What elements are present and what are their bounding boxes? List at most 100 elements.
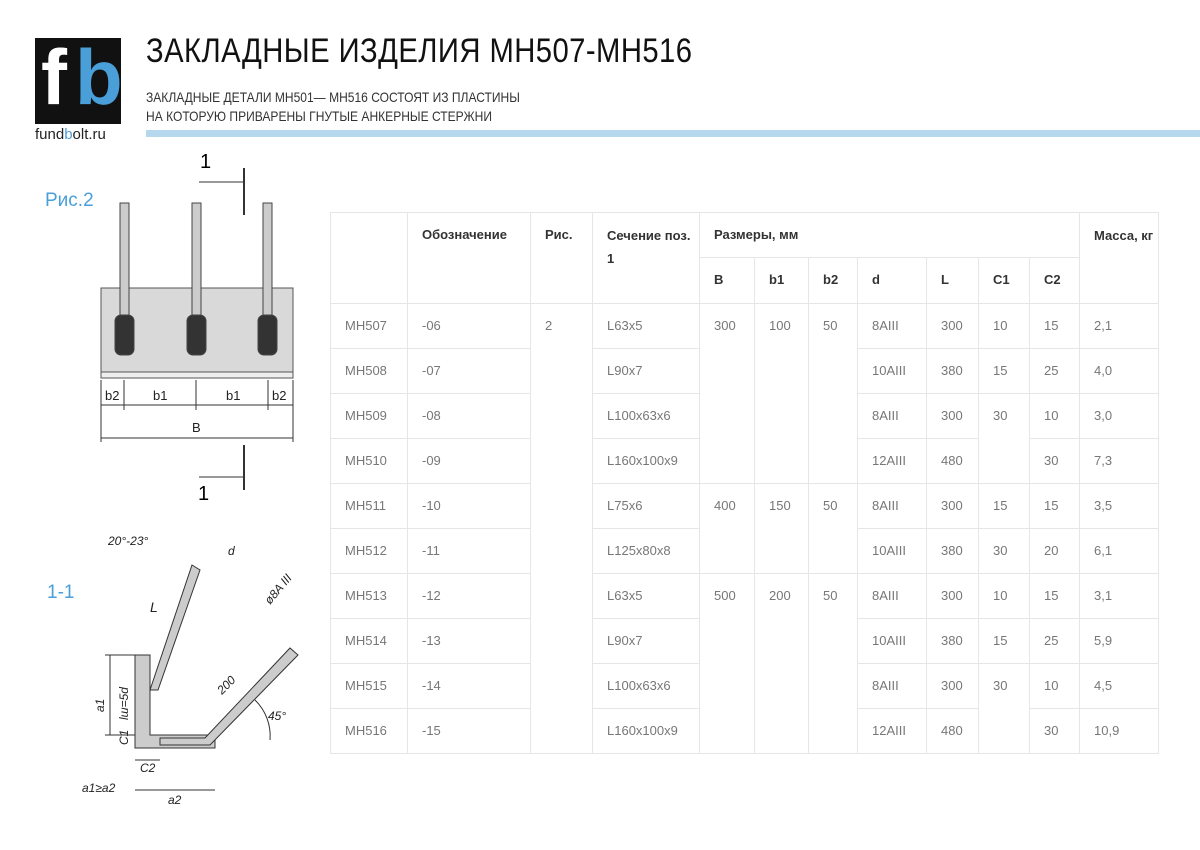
cell-B: 300 [699, 303, 755, 484]
cell-b1: 100 [754, 303, 809, 484]
dim-200: 200 [214, 673, 239, 698]
cell-d: 8AIII [857, 573, 927, 619]
cell-C1: 10 [978, 303, 1030, 349]
dim-b1: b1 [226, 388, 240, 403]
cell-d: 8AIII [857, 483, 927, 529]
cell-C1: 30 [978, 393, 1030, 484]
cell-L: 480 [926, 438, 979, 484]
cell-C1: 30 [978, 663, 1030, 754]
cell-section: L75x6 [592, 483, 700, 529]
cell-B: 500 [699, 573, 755, 754]
cell-b2: 50 [808, 483, 858, 574]
cell-mass: 3,1 [1079, 573, 1159, 619]
cell-section: L100x63x6 [592, 393, 700, 439]
cell-name: МН516 [330, 708, 408, 754]
cell-L: 480 [926, 708, 979, 754]
header-divider [146, 130, 1200, 137]
cell-L: 380 [926, 528, 979, 574]
cell-code: -06 [407, 303, 531, 349]
header-section: Сечение поз. 1 [592, 212, 700, 304]
specs-table: Обозначение Рис. Сечение поз. 1 Размеры,… [330, 212, 1159, 754]
cell-C1: 15 [978, 618, 1030, 664]
dim-a1: a1 [93, 699, 107, 712]
header-b1: b1 [754, 257, 809, 304]
cell-section: L90x7 [592, 348, 700, 394]
cell-b2: 50 [808, 303, 858, 484]
cell-code: -14 [407, 663, 531, 709]
cell-name: МН511 [330, 483, 408, 529]
cell-code: -12 [407, 573, 531, 619]
cell-fig: 2 [530, 303, 593, 754]
cell-C1: 15 [978, 483, 1030, 529]
dim-d: d [228, 544, 235, 558]
cell-code: -13 [407, 618, 531, 664]
cell-mass: 2,1 [1079, 303, 1159, 349]
anchor-rods [114, 202, 278, 356]
cell-code: -15 [407, 708, 531, 754]
cell-d: 12AIII [857, 438, 927, 484]
header-blank [330, 212, 408, 304]
cell-d: 10AIII [857, 528, 927, 574]
cell-d: 10AIII [857, 618, 927, 664]
dim-b1: b1 [153, 388, 167, 403]
cell-L: 300 [926, 663, 979, 709]
header-L: L [926, 257, 979, 304]
cell-L: 300 [926, 483, 979, 529]
page-title: ЗАКЛАДНЫЕ ИЗДЕЛИЯ МН507-МН516 [146, 32, 693, 70]
cell-mass: 3,5 [1079, 483, 1159, 529]
dim-lw: lш=5d [117, 687, 131, 720]
cell-section: L90x7 [592, 618, 700, 664]
angle-label: 20°-23° [107, 534, 148, 548]
cell-code: -08 [407, 393, 531, 439]
cell-L: 300 [926, 393, 979, 439]
cell-C1: 30 [978, 528, 1030, 574]
site-accent: b [64, 126, 73, 143]
header-mass: Масса, кг [1079, 212, 1159, 304]
cell-name: МН513 [330, 573, 408, 619]
site-part: olt.ru [72, 126, 106, 143]
header-d: d [857, 257, 927, 304]
cell-C2: 30 [1029, 438, 1080, 484]
cell-name: МН508 [330, 348, 408, 394]
cell-name: МН512 [330, 528, 408, 574]
subtitle: ЗАКЛАДНЫЕ ДЕТАЛИ МН501— МН516 СОСТОЯТ ИЗ… [146, 88, 520, 126]
cell-L: 300 [926, 303, 979, 349]
cut-mark: 1 [198, 483, 209, 505]
header-B: B [699, 257, 755, 304]
cell-name: МН510 [330, 438, 408, 484]
cell-section: L63x5 [592, 573, 700, 619]
cell-C2: 15 [1029, 303, 1080, 349]
subtitle-line: НА КОТОРУЮ ПРИВАРЕНЫ ГНУТЫЕ АНКЕРНЫЕ СТЕ… [146, 108, 493, 124]
cell-C1: 10 [978, 573, 1030, 619]
header-dimensions: Размеры, мм [699, 212, 1080, 258]
cell-section: L100x63x6 [592, 663, 700, 709]
fig-label: Рис.2 [45, 190, 94, 211]
angle-45: 45° [268, 709, 286, 723]
cell-C2: 30 [1029, 708, 1080, 754]
cell-code: -09 [407, 438, 531, 484]
section-view [105, 564, 299, 791]
cell-C2: 15 [1029, 483, 1080, 529]
rebar-label: ø8A III [262, 571, 296, 607]
technical-drawing: Рис.2 1 1 b2 b1 b1 b2 B 1-1 20°-23° d L … [45, 151, 299, 807]
cell-section: L63x5 [592, 303, 700, 349]
cell-name: МН514 [330, 618, 408, 664]
cell-code: -11 [407, 528, 531, 574]
cell-b1: 150 [754, 483, 809, 574]
cell-d: 8AIII [857, 663, 927, 709]
cell-d: 12AIII [857, 708, 927, 754]
cell-b1: 200 [754, 573, 809, 754]
cell-mass: 4,0 [1079, 348, 1159, 394]
cell-mass: 6,1 [1079, 528, 1159, 574]
cell-mass: 7,3 [1079, 438, 1159, 484]
dim-C2: C2 [140, 761, 156, 775]
